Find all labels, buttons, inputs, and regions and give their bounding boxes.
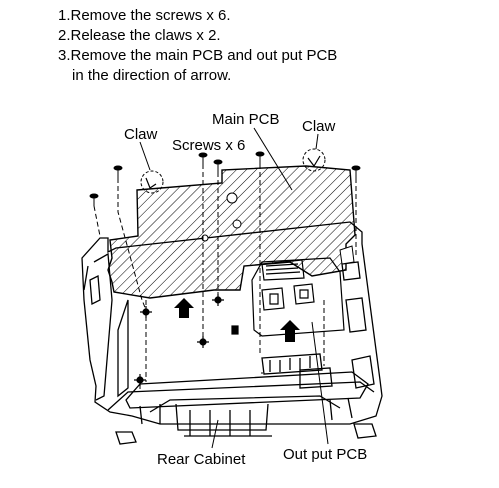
claw-label-right: Claw — [302, 118, 335, 136]
main-pcb-label: Main PCB — [212, 111, 280, 129]
main-pcb — [108, 166, 355, 298]
screws-label: Screws x 6 — [172, 137, 245, 155]
claw-callout-left — [140, 142, 163, 193]
claw-label-left: Claw — [124, 126, 157, 144]
rear-cabinet-label: Rear Cabinet — [157, 451, 245, 469]
output-pcb-label: Out put PCB — [283, 446, 367, 464]
